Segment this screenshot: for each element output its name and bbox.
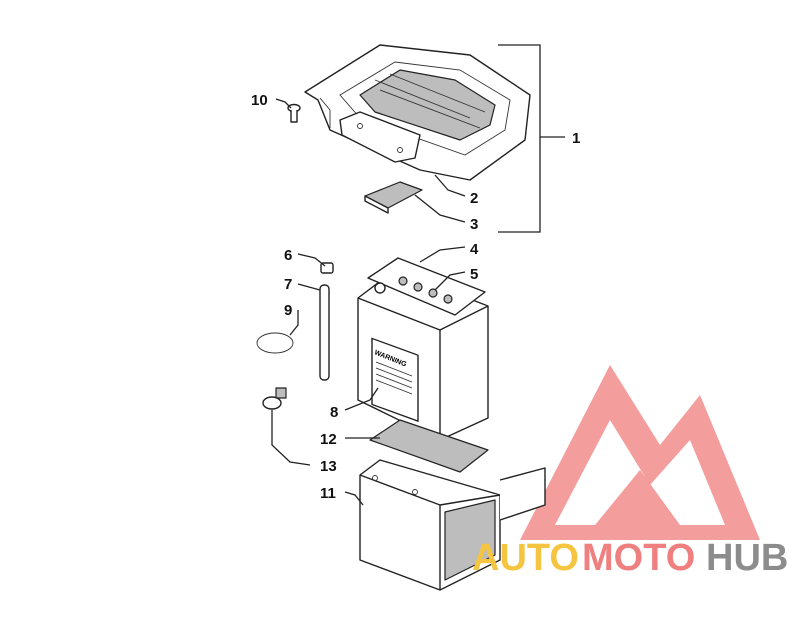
callout-12: 12 bbox=[320, 431, 337, 448]
callout-7: 7 bbox=[284, 276, 292, 293]
callout-3: 3 bbox=[470, 216, 478, 233]
screw bbox=[287, 103, 301, 123]
battery-pad bbox=[369, 419, 489, 473]
callout-8: 8 bbox=[330, 404, 338, 421]
callout-9: 9 bbox=[284, 302, 292, 319]
callout-6: 6 bbox=[284, 247, 292, 264]
callout-2: 2 bbox=[470, 190, 478, 207]
callout-13: 13 bbox=[320, 458, 337, 475]
callout-numbers: 1 2 3 4 5 6 7 8 9 10 11 12 13 bbox=[251, 92, 580, 502]
callout-1: 1 bbox=[572, 130, 580, 147]
callout-10: 10 bbox=[251, 92, 268, 109]
leader-lines bbox=[271, 44, 565, 506]
callout-5: 5 bbox=[470, 266, 478, 283]
vent-tube bbox=[319, 284, 330, 381]
watermark-hub: HUB bbox=[706, 537, 788, 579]
battery-box bbox=[359, 459, 546, 591]
callout-4: 4 bbox=[470, 241, 479, 258]
watermark-moto: MOTO bbox=[582, 537, 695, 579]
clamp-ring bbox=[256, 332, 294, 354]
battery: WARNING bbox=[357, 257, 489, 441]
callout-11: 11 bbox=[320, 485, 336, 502]
watermark-text: AUTO MOTO HUB bbox=[472, 537, 788, 579]
foam-pad bbox=[364, 181, 423, 214]
watermark-logo bbox=[520, 365, 760, 540]
tool-tray bbox=[304, 44, 531, 181]
hose-clamp bbox=[262, 387, 287, 410]
watermark-auto: AUTO bbox=[472, 537, 579, 579]
